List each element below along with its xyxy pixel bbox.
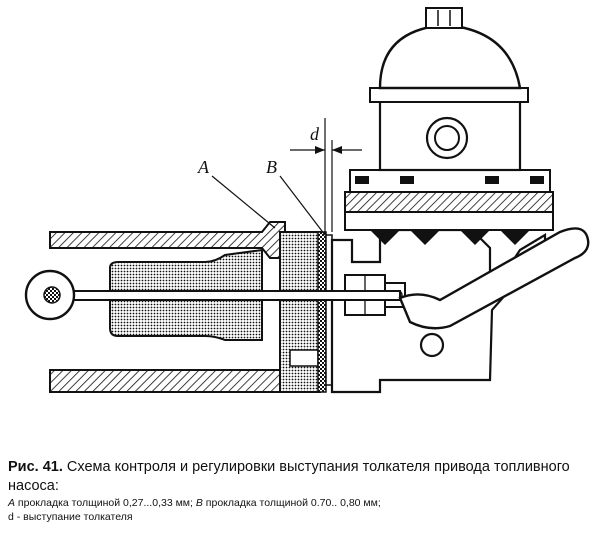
leader-b: B (266, 157, 326, 236)
caption-text-b: прокладка толщиной 0.70.. 0,80 мм; (202, 497, 381, 509)
caption-letter-a: A (8, 497, 16, 509)
caption-title: Рис. 41. Схема контроля и регулировки вы… (8, 458, 592, 496)
spacer-block (279, 231, 321, 393)
leader-a: A (197, 157, 276, 229)
gasket-a (317, 231, 327, 393)
ball-end (24, 269, 76, 321)
pump-body (344, 169, 554, 245)
label-d: d (310, 124, 320, 144)
figure-caption: Рис. 41. Схема контроля и регулировки вы… (8, 458, 592, 524)
caption-line-a: A прокладка толщиной 0,27...0,33 мм; B п… (8, 496, 592, 510)
caption-text-a: прокладка толщиной 0,27...0,33 мм; (15, 497, 196, 509)
figure-number: Рис. 41. (8, 459, 63, 475)
label-a: A (197, 157, 210, 177)
label-b: B (266, 157, 277, 177)
caption-letter-b: B (195, 497, 203, 509)
pusher-rod (59, 290, 401, 301)
outlet-port (425, 116, 469, 160)
dimension-d: d (290, 118, 362, 232)
caption-line-d: d - выступание толкателя (8, 511, 133, 523)
pump-pusher-diagram: d A B (24, 7, 590, 394)
engine-block-lower (49, 369, 286, 393)
pump-lever (398, 227, 590, 330)
caption-title-text: Схема контроля и регулировки выступания … (8, 459, 570, 494)
body-screws (355, 176, 544, 184)
